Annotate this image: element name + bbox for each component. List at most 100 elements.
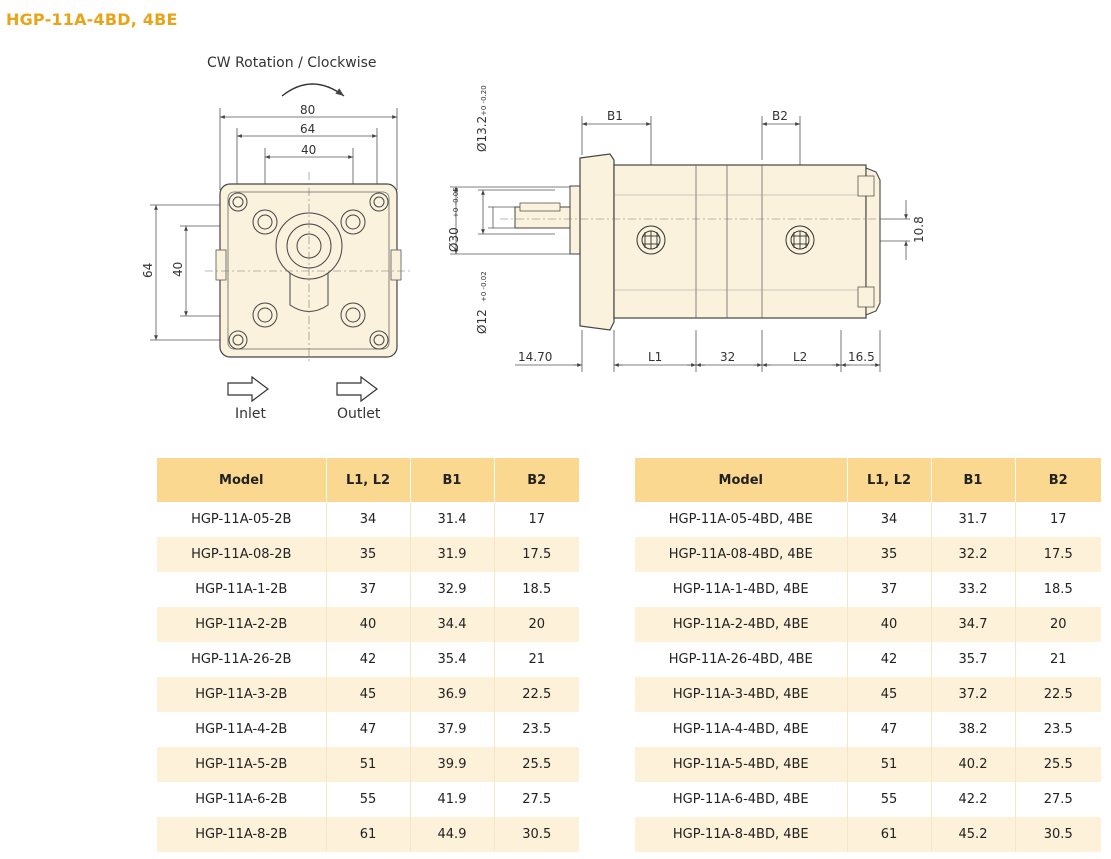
value-cell: 36.9 bbox=[409, 677, 494, 712]
value-cell: 35.4 bbox=[409, 642, 494, 677]
model-cell: HGP-11A-4-2B bbox=[157, 712, 326, 747]
model-cell: HGP-11A-2-4BD, 4BE bbox=[635, 607, 847, 642]
column-header: Model bbox=[635, 458, 847, 502]
value-cell: 30.5 bbox=[1014, 817, 1101, 852]
value-cell: 37.9 bbox=[409, 712, 494, 747]
value-cell: 18.5 bbox=[493, 572, 579, 607]
value-cell: 51 bbox=[325, 747, 410, 782]
value-cell: 39.9 bbox=[409, 747, 494, 782]
value-cell: 23.5 bbox=[493, 712, 579, 747]
dim-shaft-tol: +0 -0.20 bbox=[480, 85, 488, 116]
dim-pilot-tol: +0 -0.05 bbox=[452, 187, 460, 218]
dim-b1: B1 bbox=[607, 109, 623, 123]
rotation-label: CW Rotation / Clockwise bbox=[207, 55, 377, 71]
value-cell: 37.2 bbox=[930, 677, 1015, 712]
rotation-arrow-icon bbox=[281, 83, 345, 97]
value-cell: 51 bbox=[846, 747, 931, 782]
value-cell: 34 bbox=[846, 502, 931, 537]
dim-port-offset: 10.8 bbox=[912, 216, 926, 243]
value-cell: 33.2 bbox=[930, 572, 1015, 607]
dim-l2: L2 bbox=[793, 350, 807, 364]
value-cell: 27.5 bbox=[1014, 782, 1101, 817]
value-cell: 44.9 bbox=[409, 817, 494, 852]
value-cell: 42.2 bbox=[930, 782, 1015, 817]
value-cell: 38.2 bbox=[930, 712, 1015, 747]
value-cell: 34.7 bbox=[930, 607, 1015, 642]
value-cell: 45 bbox=[325, 677, 410, 712]
dim-shaft-dia: Ø13.2 bbox=[475, 116, 489, 152]
dim-b2: B2 bbox=[772, 109, 788, 123]
model-cell: HGP-11A-08-4BD, 4BE bbox=[635, 537, 847, 572]
model-cell: HGP-11A-08-2B bbox=[157, 537, 326, 572]
value-cell: 30.5 bbox=[493, 817, 579, 852]
value-cell: 42 bbox=[846, 642, 931, 677]
column-header: L1, L2 bbox=[325, 458, 410, 502]
value-cell: 32.9 bbox=[409, 572, 494, 607]
dim-mid: 32 bbox=[720, 350, 735, 364]
model-cell: HGP-11A-05-4BD, 4BE bbox=[635, 502, 847, 537]
column-header: L1, L2 bbox=[846, 458, 931, 502]
column-header: B1 bbox=[930, 458, 1015, 502]
value-cell: 23.5 bbox=[1014, 712, 1101, 747]
inlet-arrow-icon bbox=[227, 375, 269, 403]
value-cell: 17.5 bbox=[1014, 537, 1101, 572]
front-view: CW Rotation / Clockwise 80 64 40 64 40 bbox=[141, 55, 410, 422]
value-cell: 45.2 bbox=[930, 817, 1015, 852]
column-header: Model bbox=[157, 458, 326, 502]
model-cell: HGP-11A-1-2B bbox=[157, 572, 326, 607]
value-cell: 20 bbox=[493, 607, 579, 642]
model-cell: HGP-11A-6-4BD, 4BE bbox=[635, 782, 847, 817]
value-cell: 25.5 bbox=[493, 747, 579, 782]
model-cell: HGP-11A-3-2B bbox=[157, 677, 326, 712]
value-cell: 31.4 bbox=[409, 502, 494, 537]
value-cell: 21 bbox=[1014, 642, 1101, 677]
dim-key-tol: +0 -0.02 bbox=[480, 271, 488, 302]
value-cell: 37 bbox=[846, 572, 931, 607]
value-cell: 40.2 bbox=[930, 747, 1015, 782]
model-cell: HGP-11A-05-2B bbox=[157, 502, 326, 537]
model-cell: HGP-11A-8-2B bbox=[157, 817, 326, 852]
value-cell: 31.9 bbox=[409, 537, 494, 572]
value-cell: 37 bbox=[325, 572, 410, 607]
model-cell: HGP-11A-26-2B bbox=[157, 642, 326, 677]
column-header: B2 bbox=[1014, 458, 1101, 502]
technical-drawing: CW Rotation / Clockwise 80 64 40 64 40 bbox=[141, 55, 926, 422]
value-cell: 35 bbox=[325, 537, 410, 572]
dim-height-inner: 40 bbox=[171, 262, 185, 277]
value-cell: 25.5 bbox=[1014, 747, 1101, 782]
value-cell: 34.4 bbox=[409, 607, 494, 642]
outlet-label: Outlet bbox=[337, 406, 381, 422]
value-cell: 41.9 bbox=[409, 782, 494, 817]
value-cell: 18.5 bbox=[1014, 572, 1101, 607]
value-cell: 20 bbox=[1014, 607, 1101, 642]
value-cell: 22.5 bbox=[493, 677, 579, 712]
value-cell: 22.5 bbox=[1014, 677, 1101, 712]
model-cell: HGP-11A-5-2B bbox=[157, 747, 326, 782]
value-cell: 21 bbox=[493, 642, 579, 677]
value-cell: 34 bbox=[325, 502, 410, 537]
dim-width-mid: 64 bbox=[300, 122, 315, 136]
value-cell: 40 bbox=[846, 607, 931, 642]
